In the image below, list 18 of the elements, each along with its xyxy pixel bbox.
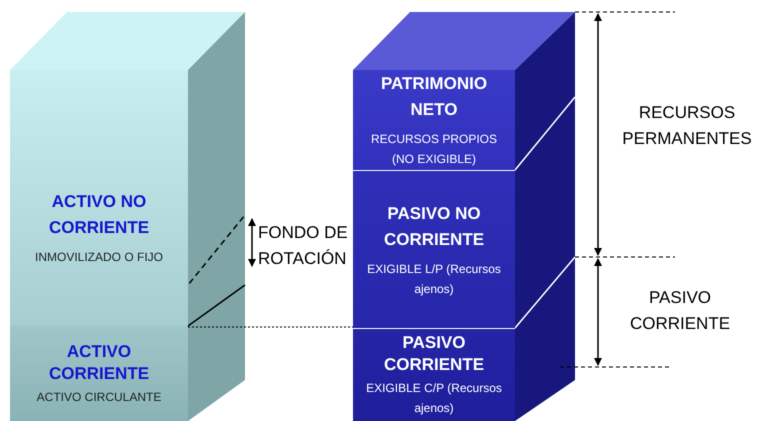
dimension-label: RECURSOS PERMANENTES xyxy=(621,102,753,150)
section-title: ACTIVO CORRIENTE xyxy=(48,340,150,384)
section-subtitle: ACTIVO CIRCULANTE xyxy=(36,388,162,406)
section-title: ACTIVO NO CORRIENTE xyxy=(48,191,150,239)
section-title: PATRIMONIO NETO xyxy=(380,73,488,121)
liability-section xyxy=(353,170,515,328)
equity-section xyxy=(353,70,515,170)
section-subtitle: INMOVILIZADO O FIJO xyxy=(34,249,164,266)
dimension-label: PASIVO CORRIENTE xyxy=(628,287,732,335)
liability-section xyxy=(353,328,515,421)
section-subtitle: RECURSOS PROPIOS (NO EXIGIBLE) xyxy=(370,131,498,168)
section-title: PASIVO NO CORRIENTE xyxy=(382,202,486,250)
section-title: PASIVO CORRIENTE xyxy=(382,332,486,376)
asset-section xyxy=(10,70,188,326)
section-subtitle: EXIGIBLE L/P (Recursos ajenos) xyxy=(366,260,502,298)
asset-section xyxy=(10,326,188,421)
section-subtitle: EXIGIBLE C/P (Recursos ajenos) xyxy=(365,380,503,417)
dimension-label: FONDO DE ROTACIÓN xyxy=(258,222,349,270)
